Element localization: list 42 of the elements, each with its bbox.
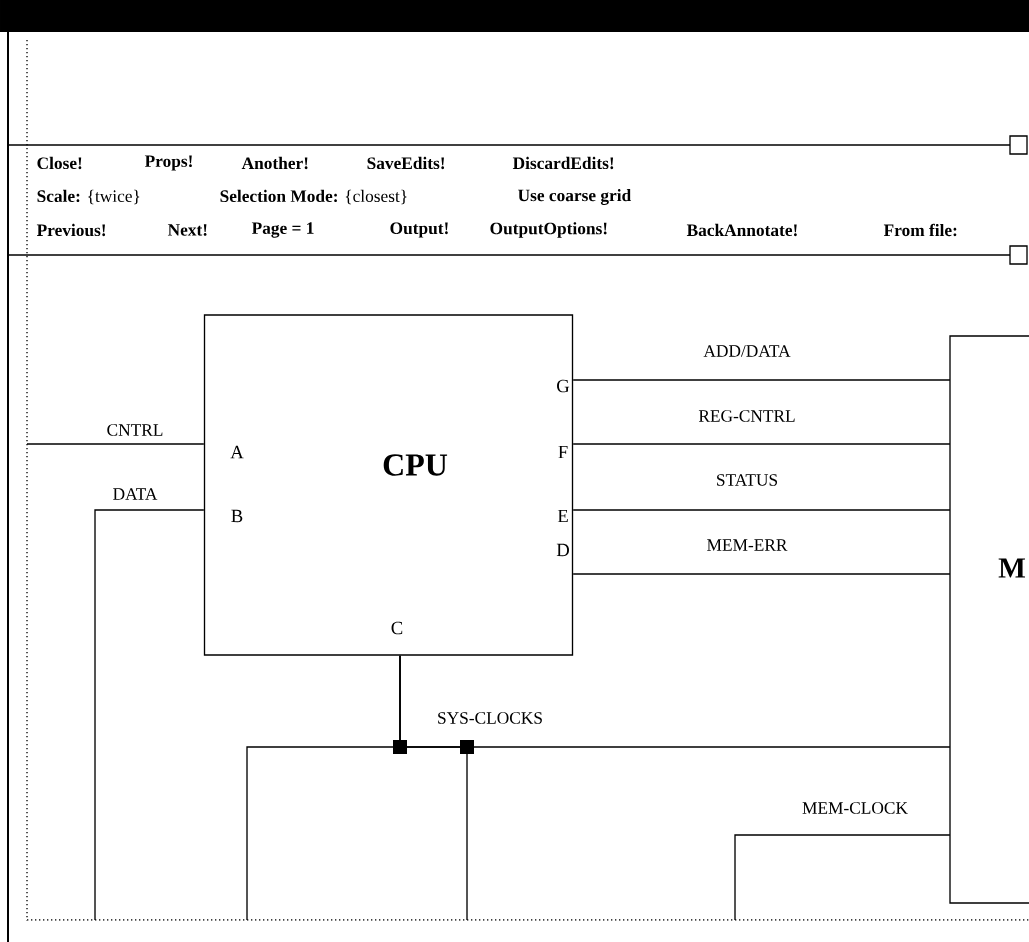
edge-label: MEM-ERR xyxy=(707,539,788,551)
menu-command: SaveEdits! xyxy=(367,156,445,170)
connector-line xyxy=(94,509,205,921)
menu-command: From file: xyxy=(883,223,957,237)
memory-label: M xyxy=(998,558,1025,578)
pin-label: F xyxy=(558,445,568,459)
connector-line xyxy=(572,509,951,511)
menu-command: OutputOptions! xyxy=(490,222,607,238)
connector-line xyxy=(26,443,205,445)
pin-label: E xyxy=(557,509,568,523)
edge-label: ADD/DATA xyxy=(703,345,791,357)
connector-line xyxy=(572,443,951,445)
pin-label: C xyxy=(391,621,403,635)
cpu-box xyxy=(203,314,574,656)
connector-line xyxy=(572,573,951,575)
cpu-label: CPU xyxy=(383,454,448,476)
edge-label: DATA xyxy=(113,488,158,500)
menu-setting: Use coarse grid xyxy=(518,189,631,205)
edge-label: SYS-CLOCKS xyxy=(438,712,542,724)
edge-label: CNTRL xyxy=(107,424,163,436)
connector-line xyxy=(399,655,468,921)
edge-label: STATUS xyxy=(717,474,778,486)
menu-command: Previous! xyxy=(36,223,106,237)
memory-box xyxy=(949,335,1029,904)
menu-command: Close! xyxy=(37,156,82,170)
menu-command: Another! xyxy=(241,156,308,170)
connector-line xyxy=(572,379,951,381)
connector-line xyxy=(734,834,951,921)
pin-label: G xyxy=(557,379,570,393)
menu-command: Next! xyxy=(167,224,207,236)
pin-label: B xyxy=(231,509,243,523)
menu-command: Output! xyxy=(390,222,448,238)
pin-label: A xyxy=(230,445,244,459)
menu-command: Props! xyxy=(144,155,192,171)
pin-label: D xyxy=(556,543,569,557)
edge-label: REG-CNTRL xyxy=(698,410,795,422)
menu-command: DiscardEdits! xyxy=(512,156,614,170)
menu-command: Page = 1 xyxy=(251,222,314,238)
menu-setting: Selection Mode: {closest} xyxy=(220,189,407,205)
menu-setting: Scale: {twice} xyxy=(37,189,140,205)
menu-command: BackAnnotate! xyxy=(686,223,797,237)
edge-label: MEM-CLOCK xyxy=(802,802,908,814)
